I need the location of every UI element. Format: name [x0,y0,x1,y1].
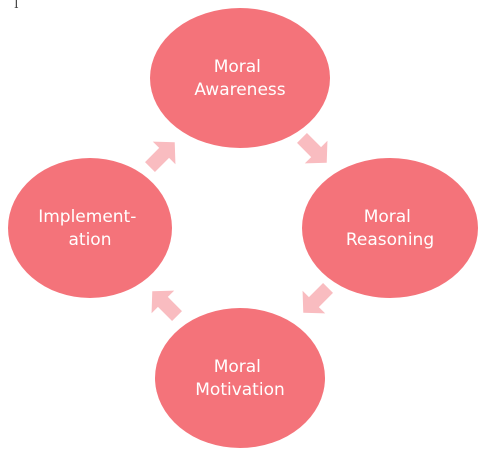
node-implementation: Implement- ation [8,158,172,298]
arrow-motivation-to-implementation-icon [151,290,182,321]
node-moral-motivation-line-2: Motivation [195,380,285,400]
node-moral-reasoning-line-1: Moral [364,207,411,227]
node-moral-motivation-shape [155,308,325,448]
node-implementation-line-2: ation [69,230,112,250]
arrow-implementation-to-awareness-icon [145,141,176,172]
node-moral-awareness-line-1: Moral [214,57,261,77]
node-moral-reasoning-shape [302,158,478,298]
node-moral-reasoning: Moral Reasoning [302,158,478,298]
node-moral-awareness: Moral Awareness [150,8,330,148]
node-moral-motivation: Moral Motivation [155,308,325,448]
node-moral-reasoning-label: Moral Reasoning [346,207,434,250]
node-implementation-shape [8,158,172,298]
node-moral-awareness-shape [150,8,330,148]
text-cursor-icon: I [14,0,19,11]
arrow-reasoning-to-motivation-icon [302,283,333,314]
node-implementation-line-1: Implement- [38,207,136,227]
node-moral-awareness-label: Moral Awareness [194,57,285,100]
node-moral-awareness-line-2: Awareness [194,80,285,100]
node-moral-motivation-line-1: Moral [214,357,261,377]
arrow-awareness-to-reasoning-icon [297,133,328,164]
node-moral-reasoning-line-2: Reasoning [346,230,434,250]
node-implementation-label: Implement- ation [38,207,142,250]
node-moral-motivation-label: Moral Motivation [195,357,285,400]
